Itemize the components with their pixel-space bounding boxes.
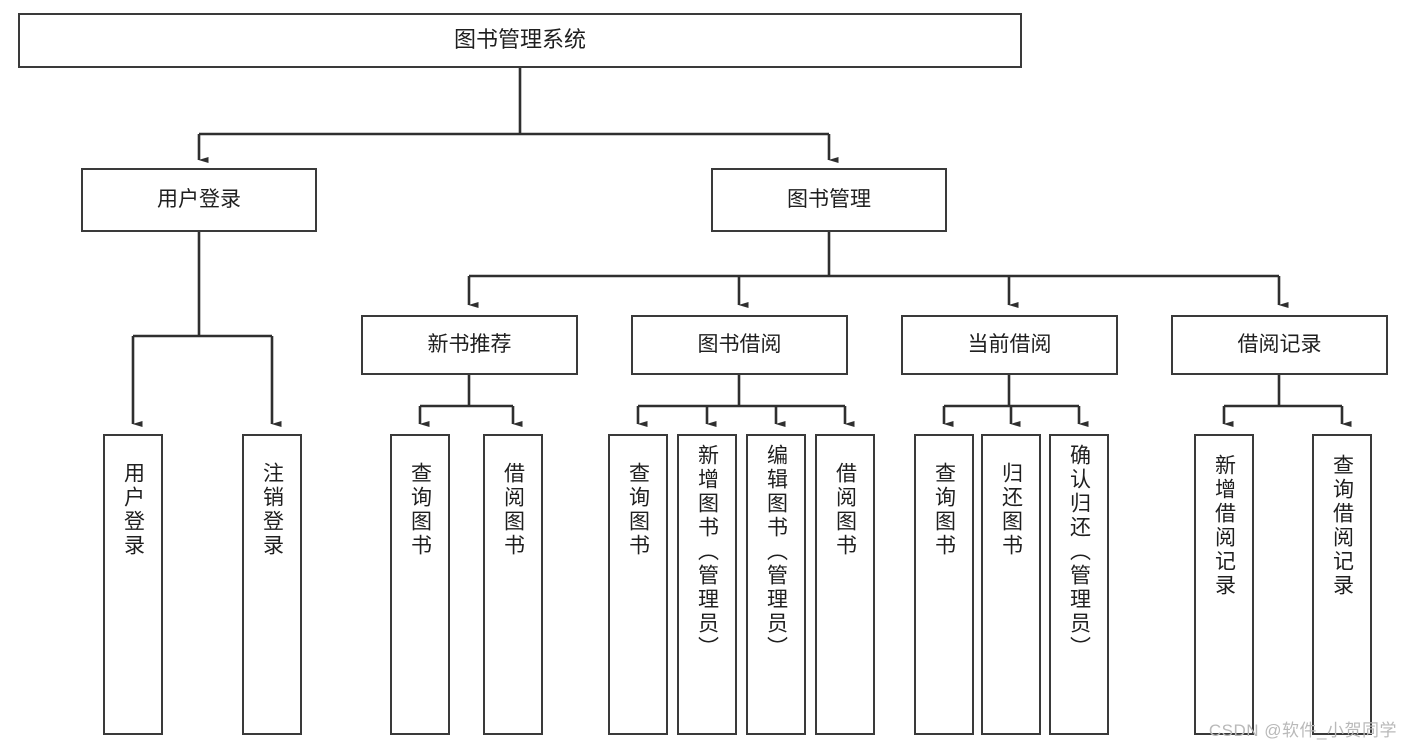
node-borrow-record[interactable]: 借阅记录 xyxy=(1171,315,1388,375)
leaf-confirm-return-admin-label: 确认归还（管理员） xyxy=(1067,444,1091,660)
leaf-edit-book-admin[interactable]: 编辑图书（管理员） xyxy=(746,434,806,735)
leaf-query-book-1-label: 查询图书 xyxy=(408,462,432,558)
node-new-book-recommend[interactable]: 新书推荐 xyxy=(361,315,578,375)
leaf-user-login-label: 用户登录 xyxy=(121,462,145,558)
node-book-borrow[interactable]: 图书借阅 xyxy=(631,315,848,375)
leaf-add-book-admin[interactable]: 新增图书（管理员） xyxy=(677,434,737,735)
node-root-label: 图书管理系统 xyxy=(453,27,586,53)
leaf-query-book-3-label: 查询图书 xyxy=(932,462,956,558)
node-root[interactable]: 图书管理系统 xyxy=(18,13,1022,68)
node-user-login-label: 用户登录 xyxy=(157,188,241,212)
leaf-edit-book-admin-label: 编辑图书（管理员） xyxy=(764,444,788,660)
leaf-query-book-2-label: 查询图书 xyxy=(626,462,650,558)
leaf-borrow-book-2[interactable]: 借阅图书 xyxy=(815,434,875,735)
leaf-return-book-label: 归还图书 xyxy=(999,462,1023,558)
leaf-return-book[interactable]: 归还图书 xyxy=(981,434,1041,735)
leaf-user-login[interactable]: 用户登录 xyxy=(103,434,163,735)
leaf-query-borrow-record-label: 查询借阅记录 xyxy=(1330,454,1354,598)
node-new-book-recommend-label: 新书推荐 xyxy=(427,333,512,357)
leaf-query-book-1[interactable]: 查询图书 xyxy=(390,434,450,735)
node-borrow-record-label: 借阅记录 xyxy=(1237,333,1322,357)
node-user-login[interactable]: 用户登录 xyxy=(81,168,317,232)
leaf-borrow-book-1[interactable]: 借阅图书 xyxy=(483,434,543,735)
leaf-add-borrow-record-label: 新增借阅记录 xyxy=(1212,454,1236,598)
node-current-borrow[interactable]: 当前借阅 xyxy=(901,315,1118,375)
leaf-borrow-book-2-label: 借阅图书 xyxy=(833,462,857,558)
node-book-borrow-label: 图书借阅 xyxy=(697,333,782,357)
leaf-logout[interactable]: 注销登录 xyxy=(242,434,302,735)
node-current-borrow-label: 当前借阅 xyxy=(967,333,1052,357)
leaf-query-book-3[interactable]: 查询图书 xyxy=(914,434,974,735)
leaf-add-borrow-record[interactable]: 新增借阅记录 xyxy=(1194,434,1254,735)
leaf-query-book-2[interactable]: 查询图书 xyxy=(608,434,668,735)
node-book-management[interactable]: 图书管理 xyxy=(711,168,947,232)
csdn-watermark: CSDN @软件_小贺同学 xyxy=(1208,721,1397,740)
leaf-borrow-book-1-label: 借阅图书 xyxy=(501,462,525,558)
leaf-logout-label: 注销登录 xyxy=(260,462,284,558)
node-book-management-label: 图书管理 xyxy=(787,188,871,212)
leaf-add-book-admin-label: 新增图书（管理员） xyxy=(695,444,719,660)
leaf-confirm-return-admin[interactable]: 确认归还（管理员） xyxy=(1049,434,1109,735)
leaf-query-borrow-record[interactable]: 查询借阅记录 xyxy=(1312,434,1372,735)
